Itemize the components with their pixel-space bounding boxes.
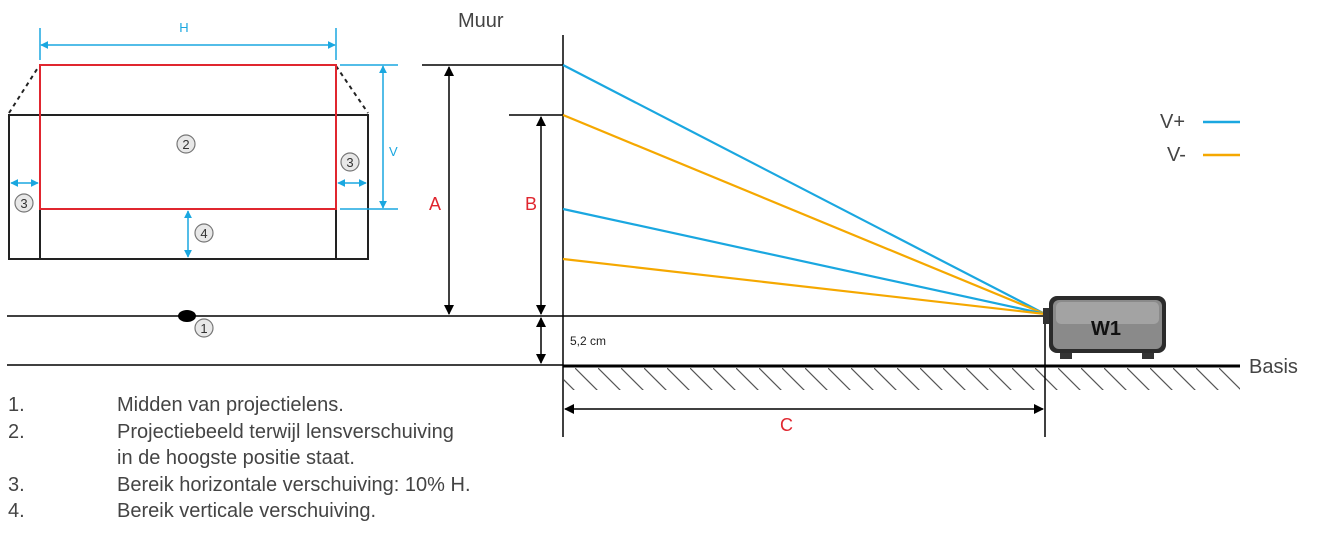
h-label: H	[179, 20, 188, 35]
marker-4: 4	[194, 223, 214, 243]
legend-item-2: 2. Projectiebeeld terwijl lensverschuivi…	[8, 420, 454, 443]
dashed-corner-right	[335, 65, 369, 114]
svg-text:2: 2	[182, 137, 189, 152]
svg-text:3: 3	[346, 155, 353, 170]
lens-shift-inset: H V 2 3 3 4	[8, 20, 398, 260]
marker-2: 2	[176, 134, 196, 154]
series-legend: V+ V-	[1160, 111, 1240, 166]
a-label: A	[429, 194, 441, 214]
legend-vplus-label: V+	[1160, 111, 1185, 133]
marker-3-right: 3	[340, 152, 360, 172]
projector: W1	[1043, 296, 1166, 359]
base-label: Basis	[1249, 356, 1298, 378]
ray-vplus-top	[562, 64, 1046, 315]
wall-label: Muur	[458, 10, 504, 32]
ray-vplus-bottom	[562, 207, 1046, 316]
svg-text:3: 3	[20, 196, 27, 211]
screen-lower-position	[8, 114, 369, 260]
legend-item-4: 4. Bereik verticale verschuiving.	[8, 500, 376, 522]
legend-item-2-continuation: in de hoogste positie staat.	[117, 447, 355, 469]
ray-vminus-top	[562, 113, 1046, 316]
v-label: V	[389, 144, 398, 159]
offset-label: 5,2 cm	[570, 334, 606, 348]
svg-text:1: 1	[200, 321, 207, 336]
legend-vminus-label: V-	[1167, 144, 1186, 166]
numbered-legend: 1. Midden van projectielens. 2. Projecti…	[8, 392, 568, 525]
c-label: C	[780, 415, 793, 435]
ground-hatching	[564, 368, 1240, 390]
marker-1: 1	[194, 318, 214, 338]
marker-3-left: 3	[14, 193, 34, 213]
projected-image-highest	[39, 64, 337, 210]
svg-text:4: 4	[200, 226, 207, 241]
side-view: Muur Basis 1 A B 5,2 cm C	[7, 10, 1298, 437]
lens-center-dot	[178, 310, 196, 322]
legend-item-3: 3. Bereik horizontale verschuiving: 10% …	[8, 473, 471, 496]
b-label: B	[525, 194, 537, 214]
legend-item-1: 1. Midden van projectielens.	[8, 394, 344, 416]
dashed-corner-left	[8, 65, 40, 114]
ray-vminus-bottom	[562, 257, 1046, 316]
projector-model: W1	[1091, 318, 1121, 340]
